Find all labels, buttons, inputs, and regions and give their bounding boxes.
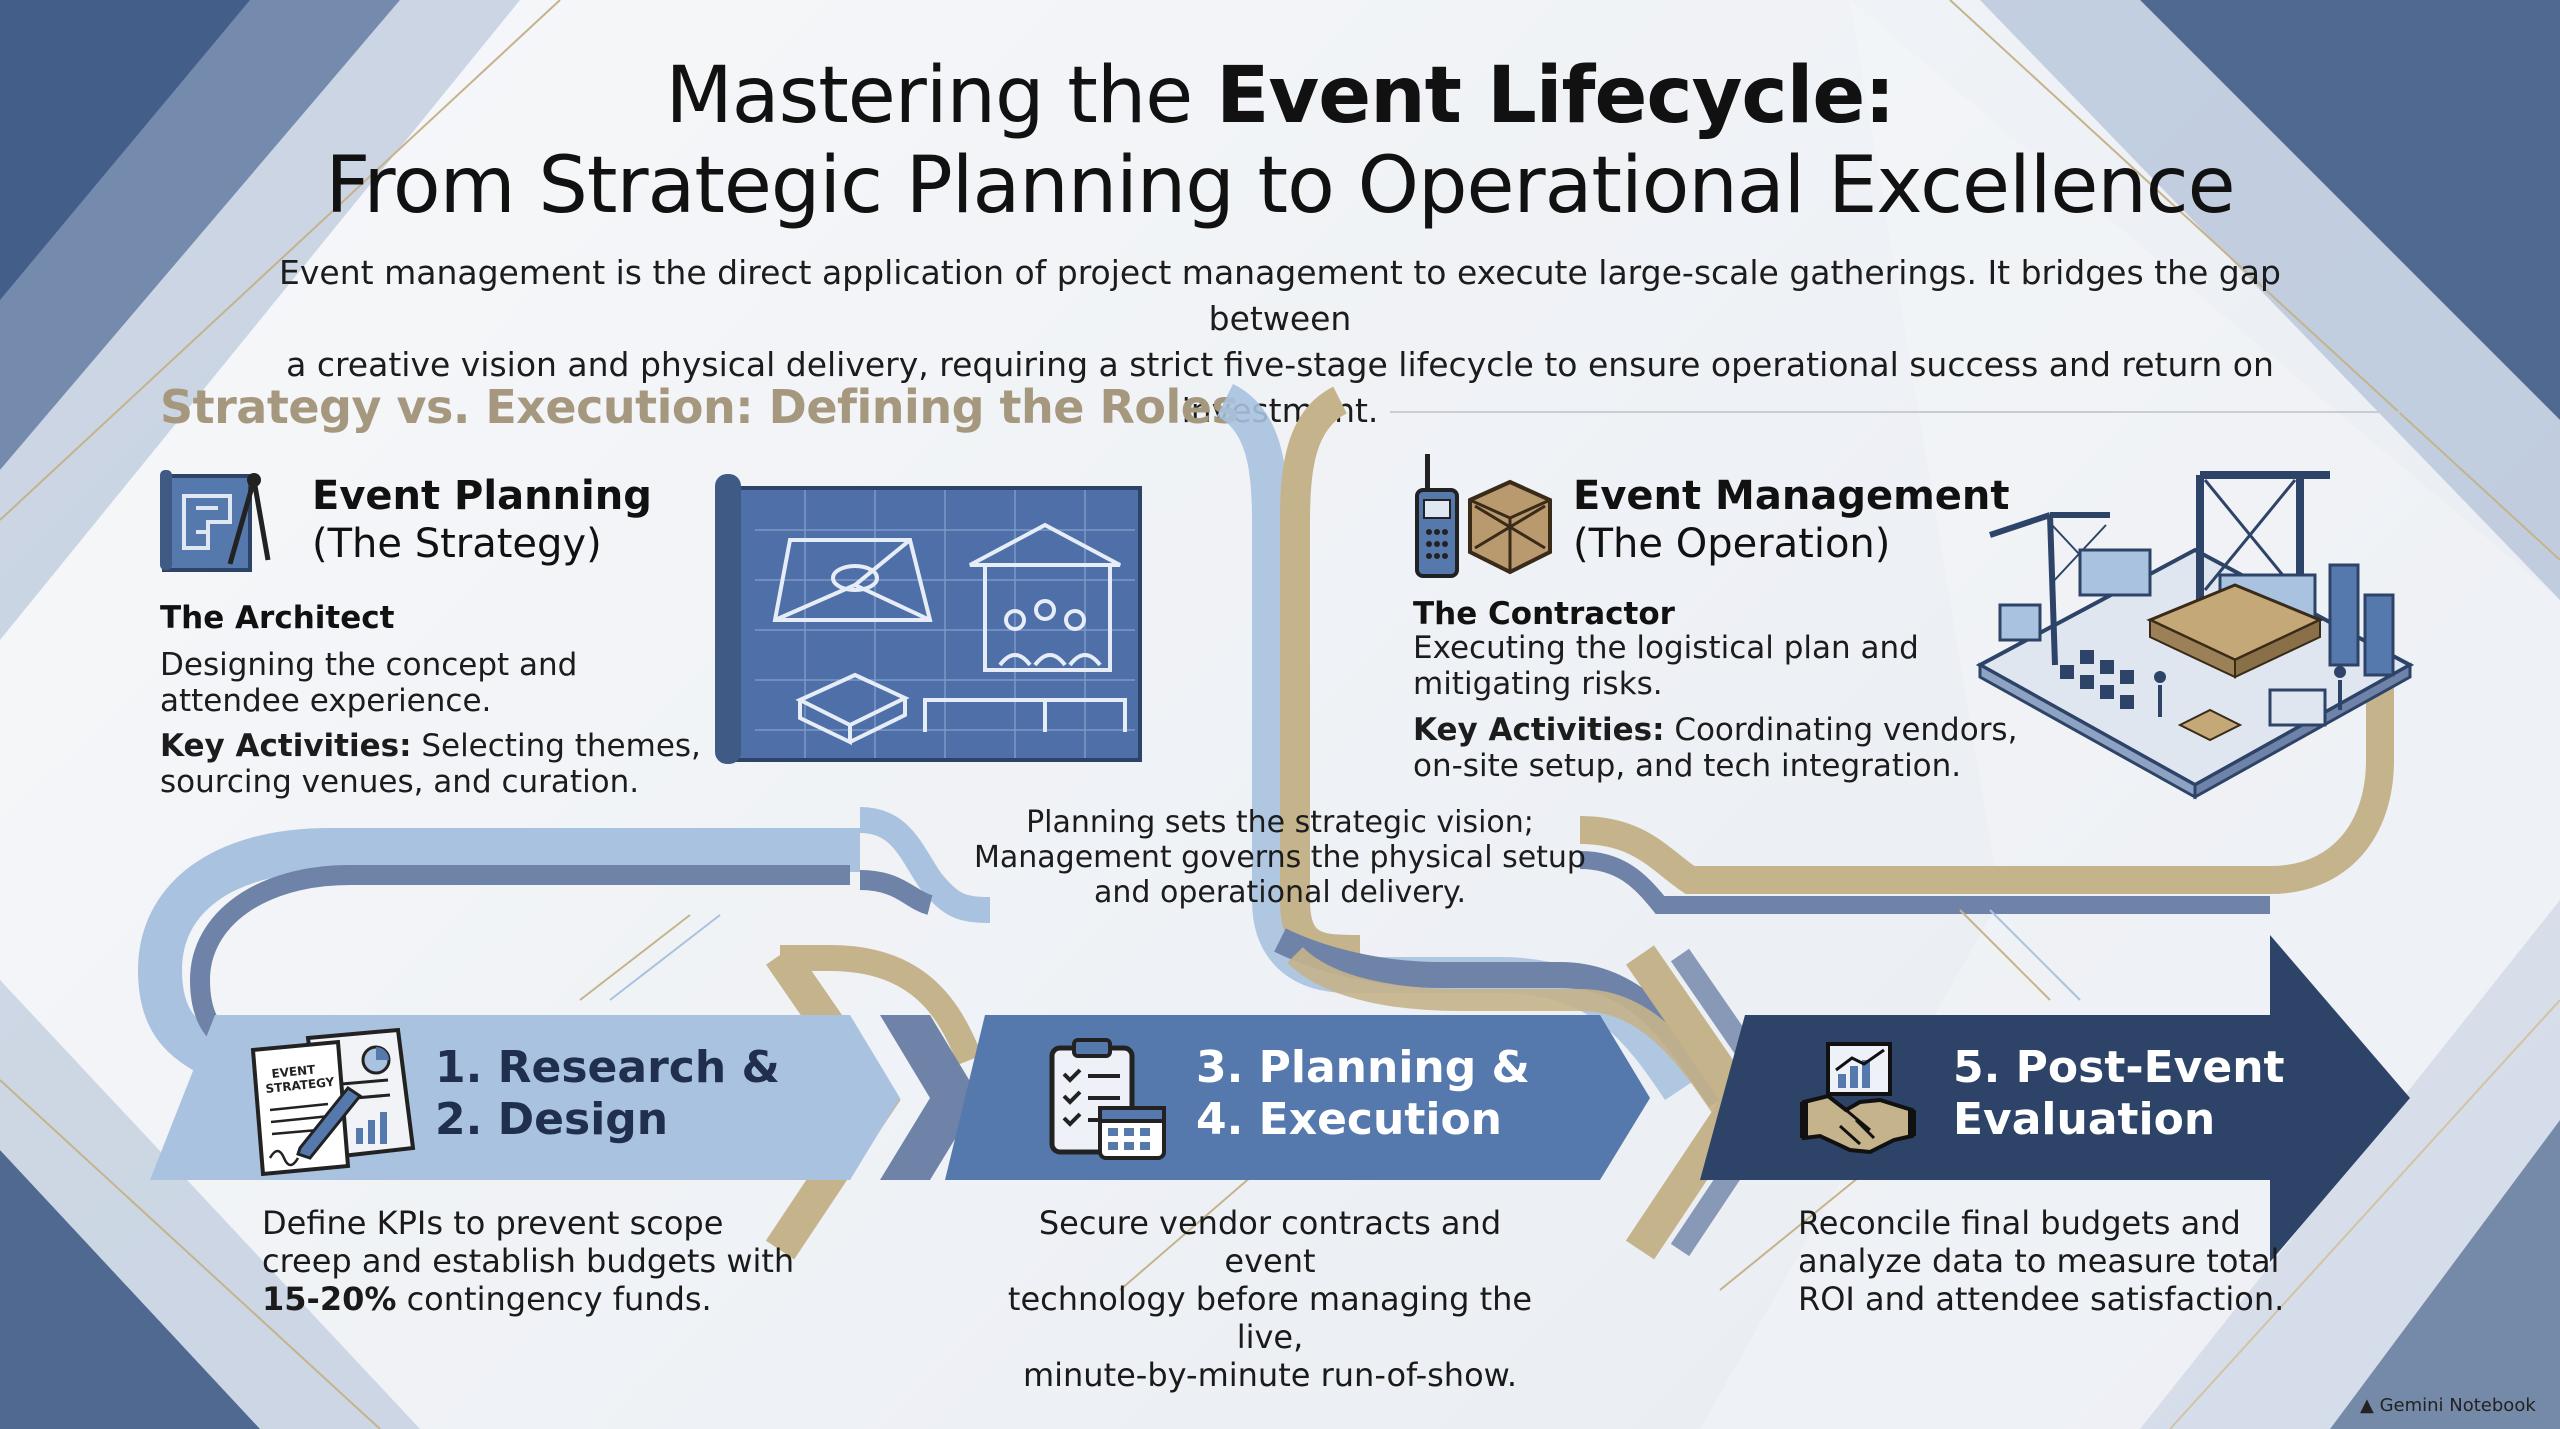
planning-activities: Key Activities: Selecting themes, sourci… (160, 728, 701, 800)
management-activities-label: Key Activities: (1413, 712, 1665, 748)
page-title-line1: Mastering the Event Lifecycle: (665, 51, 1895, 141)
planning-activities-line-2: sourcing venues, and curation. (160, 764, 640, 800)
planning-activities-line-1: Selecting themes, (411, 728, 701, 764)
management-desc-line-2: mitigating risks. (1413, 666, 1663, 702)
stage-1-contingency-value: 15-20% (262, 1280, 397, 1318)
planning-role-label: The Architect (160, 600, 395, 636)
intro-line-1: Event management is the direct applicati… (279, 253, 2281, 338)
planning-desc-line-2: attendee experience. (160, 683, 492, 719)
stage-1-desc-line-3: contingency funds. (396, 1280, 712, 1318)
stage-1-label-line-1: 1. Research & (435, 1042, 780, 1093)
stage-3-desc-line-1: Reconcile final budgets and (1798, 1204, 2241, 1242)
icon-text-event: EVENT (271, 1062, 317, 1081)
stage-2-description: Secure vendor contracts and event techno… (990, 1204, 1550, 1394)
management-description: Executing the logistical plan and mitiga… (1413, 630, 1919, 702)
event-management-heading: Event Management (The Operation) (1573, 472, 2009, 568)
center-note: Planning sets the strategic vision; Mana… (940, 805, 1620, 910)
stage-1-description: Define KPIs to prevent scope creep and e… (262, 1204, 794, 1318)
radio-and-crate-icon (1415, 454, 1552, 578)
center-note-line-1: Planning sets the strategic vision; (1026, 805, 1534, 840)
event-management-title: Event Management (1573, 473, 2010, 519)
management-activities: Key Activities: Coordinating vendors, on… (1413, 712, 2017, 784)
blueprint-compass-icon (160, 470, 271, 572)
stage-2-label: 3. Planning & 4. Execution (1196, 1042, 1530, 1146)
planning-desc-line-1: Designing the concept and (160, 647, 578, 683)
event-planning-subtitle: (The Strategy) (312, 521, 602, 567)
blueprint-illustration (715, 474, 1142, 764)
management-role-label: The Contractor (1413, 596, 1675, 632)
planning-description: Designing the concept and attendee exper… (160, 647, 577, 719)
brand-footer: ▲ Gemini Notebook (2360, 1395, 2536, 1416)
stage-3-label-line-1: 5. Post-Event (1953, 1042, 2285, 1093)
center-note-line-3: and operational delivery. (1094, 875, 1466, 910)
section-title: Strategy vs. Execution: Defining the Rol… (160, 380, 1239, 434)
stage-arrow-3 (1700, 935, 2410, 1262)
stage-3-description: Reconcile final budgets and analyze data… (1798, 1204, 2284, 1318)
event-management-subtitle: (The Operation) (1573, 521, 1891, 567)
stage-construction-illustration (1975, 471, 2415, 800)
stage-3-desc-line-3: ROI and attendee satisfaction. (1798, 1280, 2285, 1318)
intro-line-2: a creative vision and physical delivery,… (286, 345, 2274, 430)
stage-2-desc-line-3: minute-by-minute run-of-show. (1022, 1356, 1518, 1394)
gemini-logo-icon: ▲ (2360, 1395, 2374, 1416)
event-planning-heading: Event Planning (The Strategy) (312, 472, 652, 568)
management-activities-line-1: Coordinating vendors, (1664, 712, 2018, 748)
brand-label: Gemini Notebook (2379, 1395, 2536, 1416)
stage-2-label-line-1: 3. Planning & (1196, 1042, 1530, 1093)
center-note-line-2: Management governs the physical setup (974, 840, 1586, 875)
stage-1-desc-line-2: creep and establish budgets with (262, 1242, 795, 1280)
stage-2-label-line-2: 4. Execution (1196, 1094, 1503, 1145)
event-planning-title: Event Planning (312, 473, 652, 519)
management-desc-line-1: Executing the logistical plan and (1413, 630, 1919, 666)
page-title-line2: From Strategic Planning to Operational E… (325, 141, 2235, 231)
stage-3-label-line-2: Evaluation (1953, 1094, 2216, 1145)
clipboard-calendar-icon (1049, 1038, 1166, 1160)
intro-paragraph: Event management is the direct applicati… (260, 250, 2300, 434)
stage-2-desc-line-2: technology before managing the live, (1007, 1280, 1533, 1356)
stage-1-label-line-2: 2. Design (435, 1094, 669, 1145)
management-activities-line-2: on-site setup, and tech integration. (1413, 748, 1962, 784)
planning-activities-label: Key Activities: (160, 728, 412, 764)
stage-3-label: 5. Post-Event Evaluation (1953, 1042, 2285, 1146)
chart-handshake-icon (1800, 1042, 1916, 1155)
stage-2-desc-line-1: Secure vendor contracts and event (1038, 1204, 1502, 1280)
stage-3-desc-line-2: analyze data to measure total (1798, 1242, 2280, 1280)
stage-1-label: 1. Research & 2. Design (435, 1042, 780, 1146)
strategy-document-icon: EVENT STRATEGY (250, 1027, 416, 1177)
stage-1-desc-line-1: Define KPIs to prevent scope (262, 1204, 724, 1242)
